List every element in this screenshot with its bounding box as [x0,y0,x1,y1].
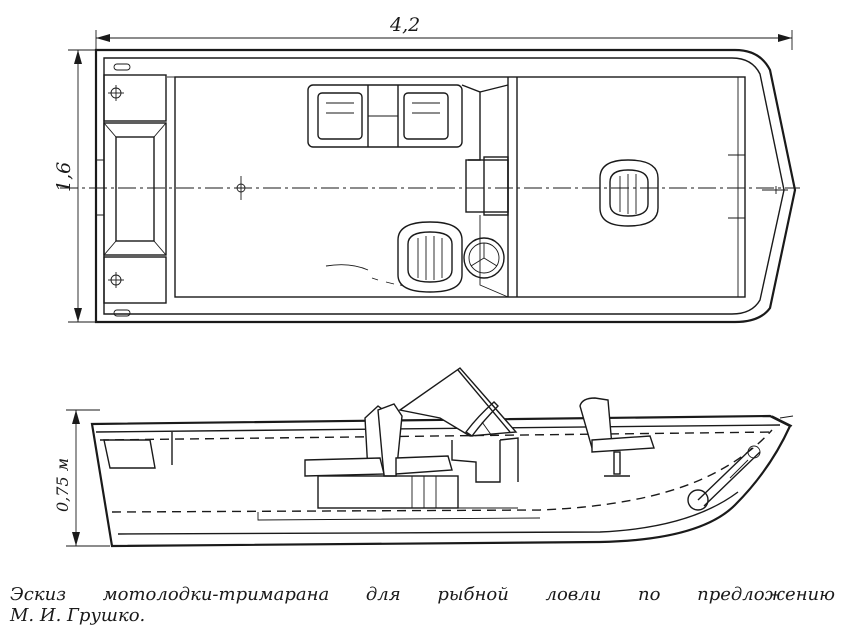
hull-outline-plan [94,48,797,324]
caption-line-2: М. И. Грушко. [10,605,146,626]
figure-caption: Эскиз мотолодки-тримарана для рыбной лов… [10,584,835,626]
rear-bench-seat [307,84,463,148]
length-dimension: 4,2 [95,14,793,50]
rear-seat-profile [304,403,459,509]
bow-seat-profile [579,397,655,477]
profile-view: 0,75 м [53,367,794,548]
anchor-winch [687,445,761,511]
boat-sketch-drawing: 4,2 1,6 [53,14,800,548]
length-label: 4,2 [389,14,420,36]
height-label: 0,75 м [53,458,72,512]
height-dimension: 0,75 м [53,409,110,547]
caption-line-1: Эскиз мотолодки-тримарана для рыбной лов… [10,584,835,605]
beam-dimension: 1,6 [53,49,96,323]
plan-view: 4,2 1,6 [53,14,800,324]
driver-seat-plan [397,221,463,293]
bow-seat-plan [599,159,659,227]
steering-wheel [463,237,505,279]
windscreen-profile [398,367,518,437]
hull-outline-profile [90,414,792,548]
beam-label: 1,6 [53,162,75,192]
